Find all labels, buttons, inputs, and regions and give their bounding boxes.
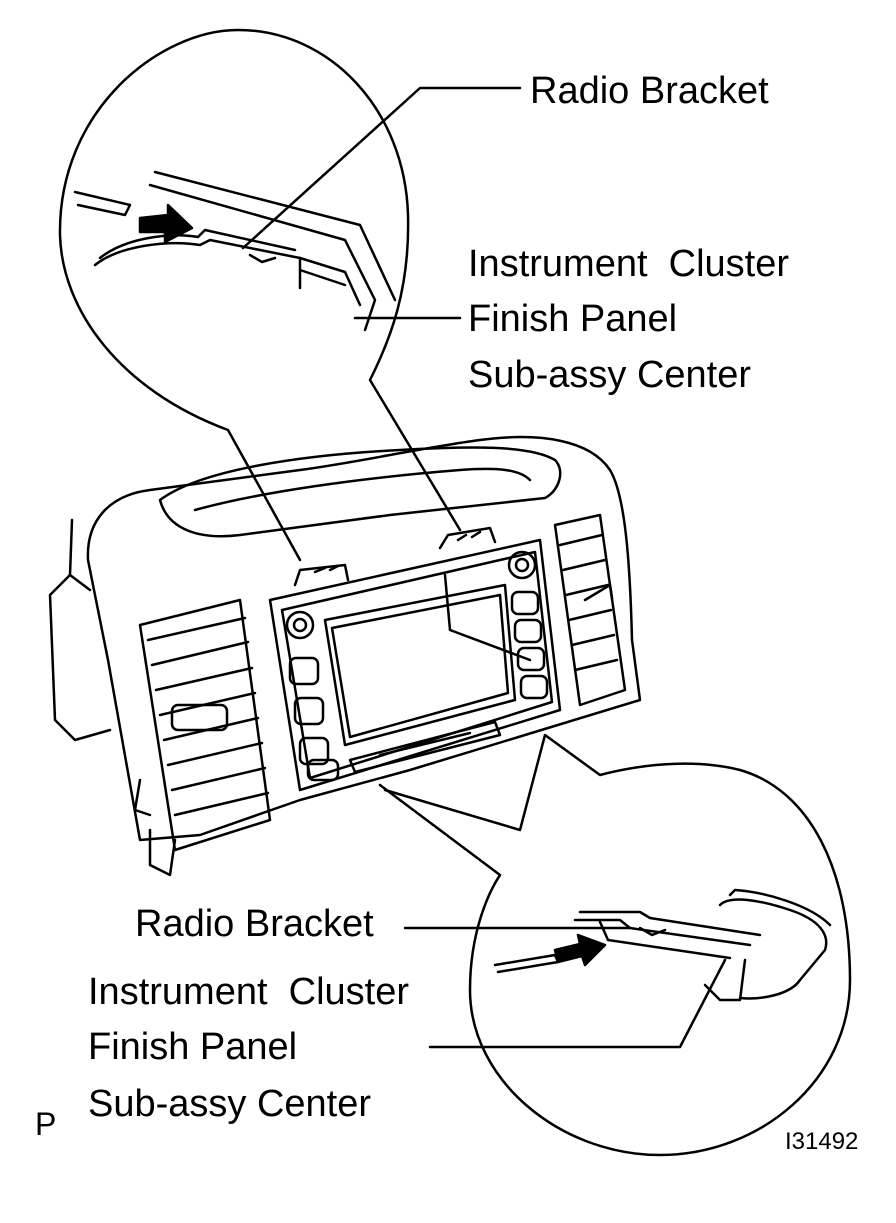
left-air-vent [138, 598, 272, 852]
bottom-finish-panel-label-line3: Sub-assy Center [88, 1083, 372, 1125]
top-radio-bracket-label: Radio Bracket [530, 70, 769, 112]
bottom-insert-arrow [553, 933, 607, 967]
right-air-vent [553, 513, 627, 707]
top-detail-callout [58, 28, 522, 562]
bottom-radio-bracket-label: Radio Bracket [135, 903, 374, 945]
dashboard-assembly [48, 435, 642, 877]
center-finish-panel [268, 526, 562, 792]
bottom-finish-panel-label-line2: Finish Panel [88, 1026, 298, 1068]
top-insert-arrow [138, 203, 194, 244]
top-finish-panel-label-line2: Finish Panel [468, 298, 678, 340]
top-finish-panel-label-line3: Sub-assy Center [468, 354, 752, 396]
corner-mark: P [35, 1106, 57, 1142]
figure-code: I31492 [785, 1128, 859, 1155]
bottom-detail-callout [378, 733, 852, 1157]
top-finish-panel-label-line1: Instrument Cluster [468, 243, 789, 285]
bottom-finish-panel-label-line1: Instrument Cluster [88, 971, 409, 1013]
